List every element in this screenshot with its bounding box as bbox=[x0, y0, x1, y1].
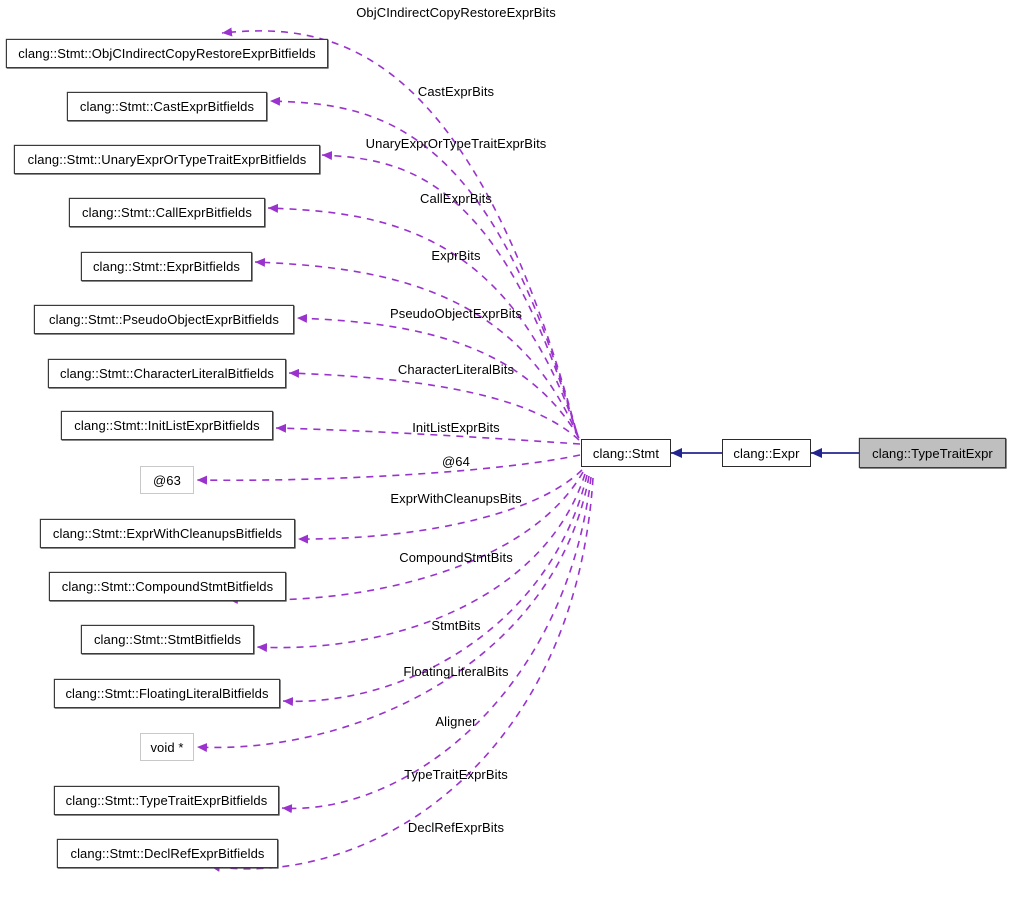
member-node-declref[interactable]: clang::Stmt::DeclRefExprBitfields bbox=[57, 839, 278, 868]
edge-label-exprcleanups: ExprWithCleanupsBits bbox=[390, 491, 522, 506]
edge-label-pseudoobj: PseudoObjectExprBits bbox=[389, 306, 523, 321]
edge-label-voidptr: Aligner bbox=[435, 714, 477, 729]
node-label: clang::Stmt::CastExprBitfields bbox=[79, 99, 255, 114]
edge-label-compound: CompoundStmtBits bbox=[399, 550, 513, 565]
edge-label-charliteral: CharacterLiteralBits bbox=[397, 362, 515, 377]
edge-label-typetraitbits: TypeTraitExprBits bbox=[404, 767, 508, 782]
member-node-exprbits[interactable]: clang::Stmt::ExprBitfields bbox=[81, 252, 252, 281]
member-node-floatliteral[interactable]: clang::Stmt::FloatingLiteralBitfields bbox=[54, 679, 280, 708]
node-label: clang::Expr bbox=[733, 445, 800, 461]
member-node-castexpr[interactable]: clang::Stmt::CastExprBitfields bbox=[67, 92, 267, 121]
edge-label-stmtbits: StmtBits bbox=[431, 618, 481, 633]
member-node-stmtbits[interactable]: clang::Stmt::StmtBitfields bbox=[81, 625, 254, 654]
node-label: clang::Stmt::CallExprBitfields bbox=[82, 205, 252, 220]
node-label: clang::Stmt::TypeTraitExprBitfields bbox=[65, 793, 268, 808]
node-label: clang::Stmt::UnaryExprOrTypeTraitExprBit… bbox=[27, 152, 307, 167]
composition-edge-at63 bbox=[196, 454, 581, 485]
node-label: void * bbox=[150, 739, 184, 755]
edge-label-initlist: InitListExprBits bbox=[412, 420, 500, 435]
node-label: clang::Stmt::PseudoObjectExprBitfields bbox=[49, 312, 279, 327]
node-label: clang::Stmt::DeclRefExprBitfields bbox=[70, 846, 265, 861]
edge-label-castexpr: CastExprBits bbox=[417, 84, 495, 99]
node-label: clang::Stmt::FloatingLiteralBitfields bbox=[65, 686, 269, 701]
member-node-at63[interactable]: @63 bbox=[140, 466, 194, 494]
composition-edge-exprbits bbox=[254, 257, 579, 438]
edge-label-exprbits: ExprBits bbox=[431, 248, 481, 263]
class-node-stmt[interactable]: clang::Stmt bbox=[581, 439, 671, 467]
class-node-typetraitexpr[interactable]: clang::TypeTraitExpr bbox=[859, 438, 1006, 468]
edge-label-callexpr: CallExprBits bbox=[420, 191, 492, 206]
edge-label-objcindirect: ObjCIndirectCopyRestoreExprBits bbox=[356, 5, 556, 20]
composition-edge-callexpr bbox=[267, 203, 579, 437]
member-node-compound[interactable]: clang::Stmt::CompoundStmtBitfields bbox=[49, 572, 286, 601]
node-label: clang::TypeTraitExpr bbox=[872, 445, 993, 461]
edge-label-unaryexpr: UnaryExprOrTypeTraitExprBits bbox=[365, 136, 547, 151]
node-label: clang::Stmt::ExprBitfields bbox=[92, 259, 241, 274]
edge-label-declref: DeclRefExprBits bbox=[407, 820, 505, 835]
member-node-exprcleanups[interactable]: clang::Stmt::ExprWithCleanupsBitfields bbox=[40, 519, 295, 548]
member-node-voidptr[interactable]: void * bbox=[140, 733, 194, 761]
edge-label-at63: @64 bbox=[442, 454, 470, 469]
member-node-pseudoobj[interactable]: clang::Stmt::PseudoObjectExprBitfields bbox=[34, 305, 294, 334]
member-node-callexpr[interactable]: clang::Stmt::CallExprBitfields bbox=[69, 198, 265, 227]
member-node-charliteral[interactable]: clang::Stmt::CharacterLiteralBitfields bbox=[48, 359, 286, 388]
node-label: clang::Stmt::InitListExprBitfields bbox=[74, 418, 260, 433]
node-label: clang::Stmt::ExprWithCleanupsBitfields bbox=[52, 526, 283, 541]
node-label: clang::Stmt bbox=[592, 445, 660, 461]
class-node-expr[interactable]: clang::Expr bbox=[722, 439, 811, 467]
member-node-typetraitbits[interactable]: clang::Stmt::TypeTraitExprBitfields bbox=[54, 786, 279, 815]
node-label: clang::Stmt::CompoundStmtBitfields bbox=[61, 579, 274, 594]
member-node-unaryexpr[interactable]: clang::Stmt::UnaryExprOrTypeTraitExprBit… bbox=[14, 145, 320, 174]
edge-label-floatliteral: FloatingLiteralBits bbox=[403, 664, 509, 679]
node-label: @63 bbox=[153, 472, 181, 488]
composition-edge-typetraitbits bbox=[281, 476, 592, 814]
node-label: clang::Stmt::CharacterLiteralBitfields bbox=[59, 366, 275, 381]
member-node-objcindirect[interactable]: clang::Stmt::ObjCIndirectCopyRestoreExpr… bbox=[6, 39, 328, 68]
member-node-initlist[interactable]: clang::Stmt::InitListExprBitfields bbox=[61, 411, 273, 440]
node-label: clang::Stmt::ObjCIndirectCopyRestoreExpr… bbox=[18, 46, 316, 61]
node-label: clang::Stmt::StmtBitfields bbox=[93, 632, 242, 647]
